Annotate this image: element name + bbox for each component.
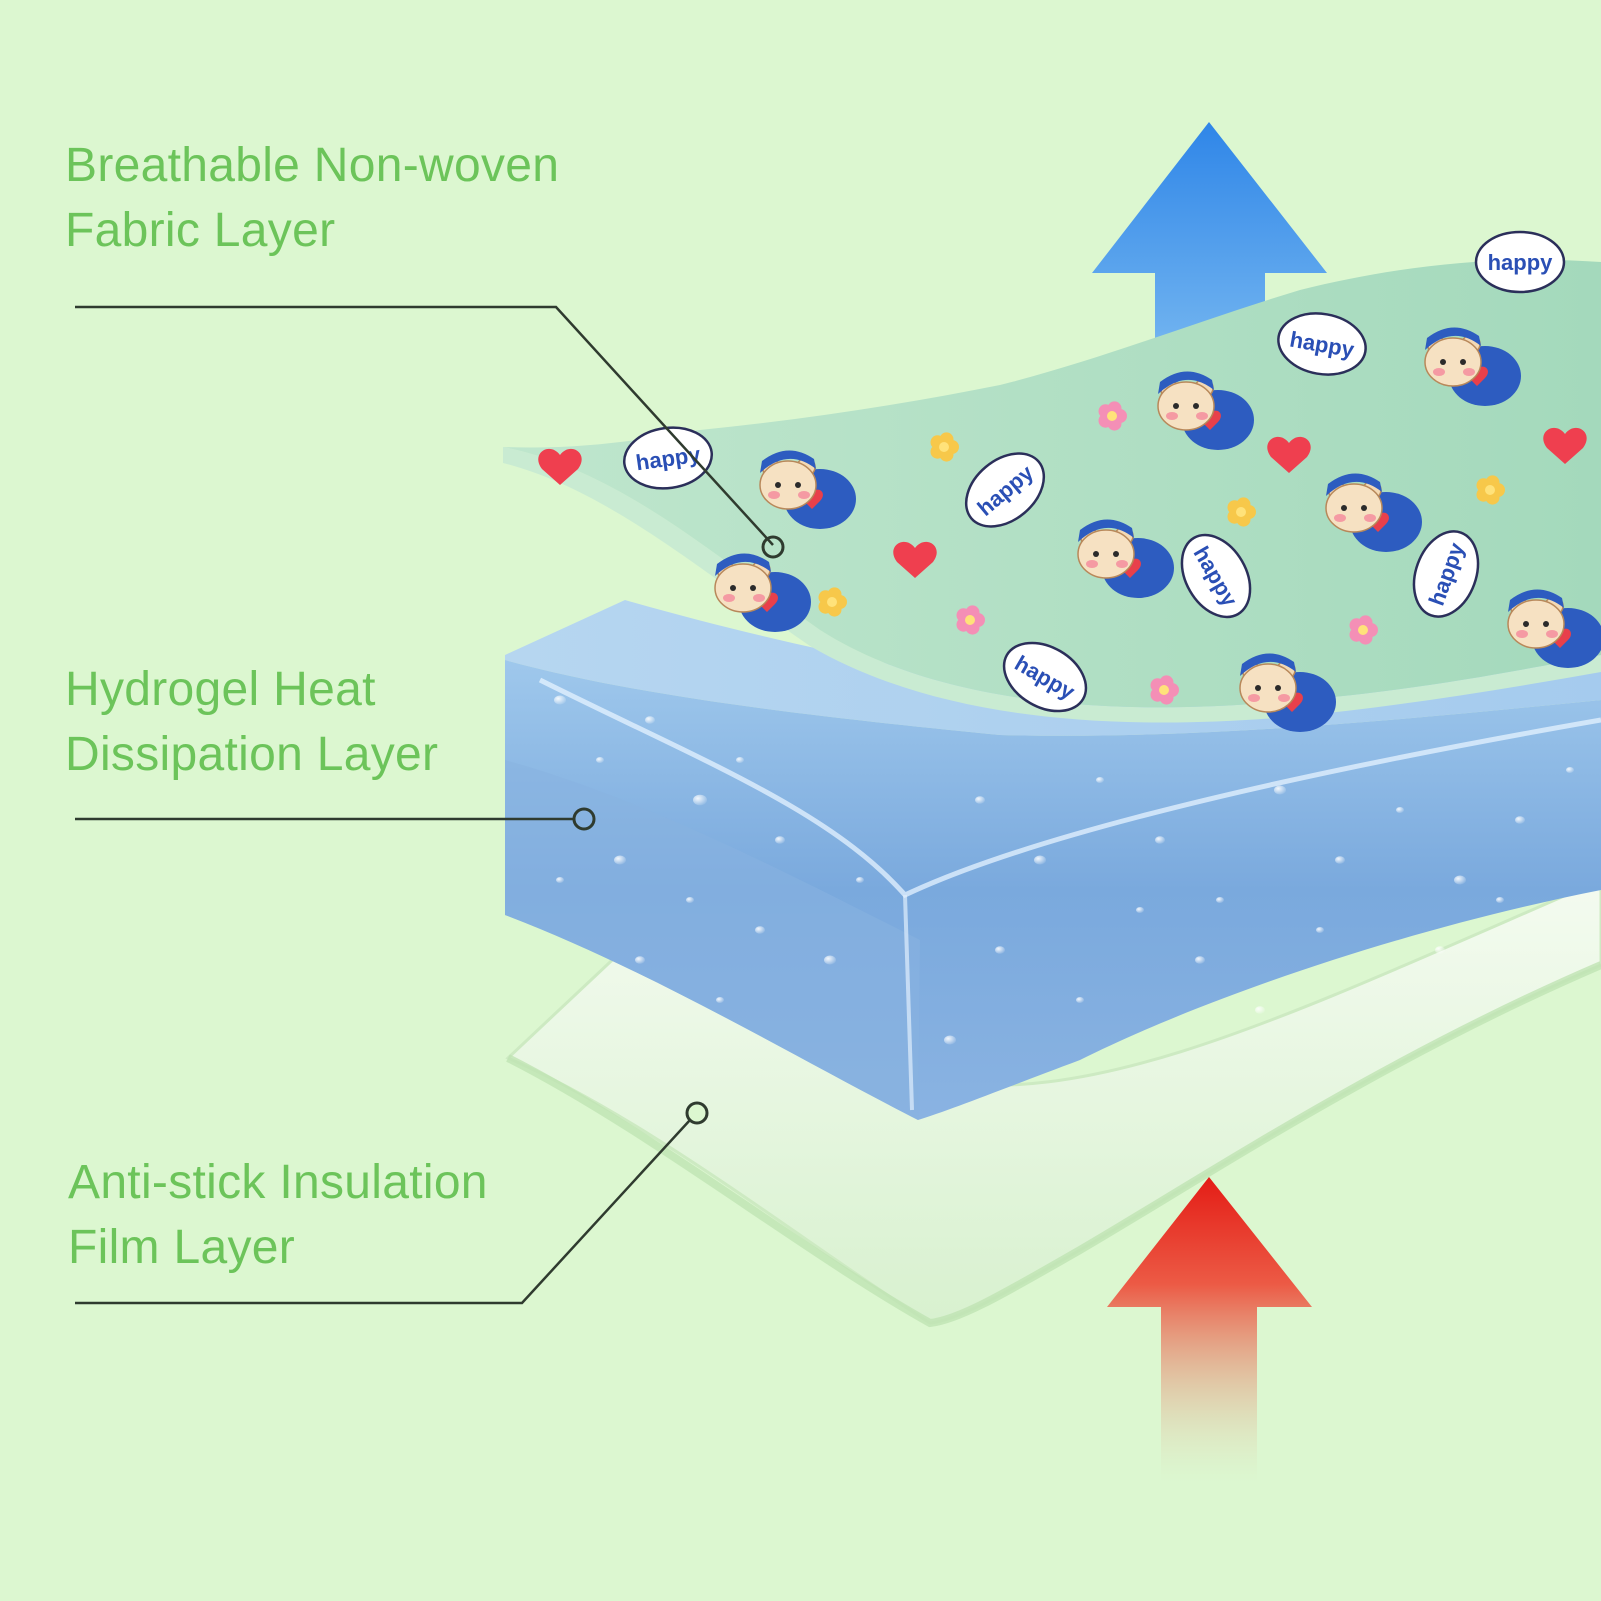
bear-character-icon bbox=[1239, 653, 1336, 732]
bear-character-icon bbox=[1325, 473, 1422, 552]
gel-bubble bbox=[556, 877, 564, 883]
film-leader-line bbox=[75, 1119, 691, 1305]
gel-bubble bbox=[944, 1035, 956, 1045]
gel-bubble bbox=[1396, 807, 1404, 813]
happy-cloud-icon: happy bbox=[1277, 312, 1367, 376]
heart-icon bbox=[893, 541, 937, 578]
bear-character-icon bbox=[714, 553, 811, 632]
gel-bubble bbox=[1136, 907, 1144, 913]
happy-cloud-icon: happy bbox=[1002, 641, 1088, 713]
gel-bubble bbox=[716, 997, 724, 1003]
flower-icon bbox=[1150, 675, 1179, 705]
gel-bubble bbox=[1195, 956, 1205, 964]
heart-icon bbox=[1267, 436, 1311, 473]
gel-bubble bbox=[775, 836, 785, 844]
cool-air-up-arrow bbox=[1092, 122, 1327, 500]
body-heat-up-arrow bbox=[1107, 1177, 1312, 1483]
happy-cloud-icon: happy bbox=[1180, 533, 1252, 619]
flower-icon bbox=[1349, 615, 1378, 645]
film-layer-label-line2: Film Layer bbox=[68, 1221, 296, 1274]
gel-bubble bbox=[995, 946, 1005, 954]
gel-bubble bbox=[1155, 836, 1165, 844]
gel-bubble bbox=[736, 757, 744, 763]
fabric-layer-label-line2: Fabric Layer bbox=[65, 204, 336, 257]
flower-icon bbox=[956, 605, 985, 635]
gel-bubble bbox=[1034, 855, 1046, 865]
happy-cloud-icon: happy bbox=[964, 452, 1046, 528]
flower-icon bbox=[818, 587, 847, 617]
gel-bubble bbox=[693, 794, 707, 806]
bear-character-icon bbox=[1077, 519, 1174, 598]
heart-icon bbox=[1543, 427, 1587, 464]
gel-bubble bbox=[856, 877, 864, 883]
hydrogel-layer-label: Hydrogel Heat Dissipation Layer bbox=[65, 657, 438, 787]
film-leader-dot bbox=[685, 1101, 709, 1125]
gel-bubble bbox=[1454, 875, 1466, 885]
flower-icon bbox=[1098, 401, 1127, 431]
flower-icon bbox=[1476, 475, 1505, 505]
gel-bubble bbox=[1076, 997, 1084, 1003]
gel-bubble bbox=[1255, 1006, 1265, 1014]
fabric-layer-label-line1: Breathable Non-woven bbox=[65, 139, 560, 192]
flower-icon bbox=[1227, 497, 1256, 527]
bear-character-icon bbox=[759, 450, 856, 529]
fabric-print-pattern: happy happy happy happy happy happy happy bbox=[538, 230, 1601, 732]
gel-bubble bbox=[614, 855, 626, 865]
hydrogel-layer-vertical-edge bbox=[903, 894, 914, 1111]
fabric-leader-line bbox=[75, 305, 774, 546]
heart-icon bbox=[538, 448, 582, 485]
gel-bubble bbox=[1515, 816, 1525, 824]
happy-cloud-icon: happy bbox=[1474, 230, 1566, 294]
gel-bubble bbox=[596, 757, 604, 763]
hydrogel-layer-label-line2: Dissipation Layer bbox=[65, 728, 439, 781]
hydrogel-layer-side bbox=[505, 760, 920, 1120]
film-layer-label: Anti-stick Insulation Film Layer bbox=[68, 1150, 488, 1280]
gel-bubble bbox=[686, 897, 694, 903]
gel-bubble bbox=[635, 956, 645, 964]
gel-bubble bbox=[1096, 777, 1104, 783]
fabric-layer-label: Breathable Non-woven Fabric Layer bbox=[65, 133, 559, 263]
hydrogel-bubbles bbox=[554, 695, 1574, 1045]
film-layer-label-line1: Anti-stick Insulation bbox=[68, 1156, 488, 1209]
gel-bubble bbox=[1316, 927, 1324, 933]
gel-bubble bbox=[1216, 897, 1224, 903]
gel-bubble bbox=[824, 955, 836, 965]
hydrogel-leader-dot bbox=[572, 807, 596, 831]
hydrogel-layer-edge-highlight bbox=[538, 677, 1601, 899]
gel-bubble bbox=[1335, 856, 1345, 864]
flower-icon bbox=[930, 432, 959, 462]
bear-character-icon bbox=[1424, 327, 1521, 406]
bear-character-icon bbox=[1157, 371, 1254, 450]
bear-character-icon bbox=[1507, 589, 1601, 668]
gel-bubble bbox=[1274, 785, 1286, 795]
gel-bubble bbox=[554, 695, 566, 705]
gel-bubble bbox=[645, 716, 655, 724]
film-layer-edge bbox=[506, 961, 1601, 1328]
fabric-leader-dot bbox=[761, 535, 785, 559]
happy-cloud-icon: happy bbox=[622, 426, 714, 490]
gel-bubble bbox=[1496, 897, 1504, 903]
gel-bubble bbox=[1435, 946, 1445, 954]
gel-bubble bbox=[1566, 767, 1574, 773]
cloud-word: happy bbox=[1488, 250, 1554, 275]
gel-bubble bbox=[975, 796, 985, 804]
gel-bubble bbox=[755, 926, 765, 934]
happy-cloud-icon: happy bbox=[1412, 530, 1480, 618]
hydrogel-layer-label-line1: Hydrogel Heat bbox=[65, 663, 376, 716]
